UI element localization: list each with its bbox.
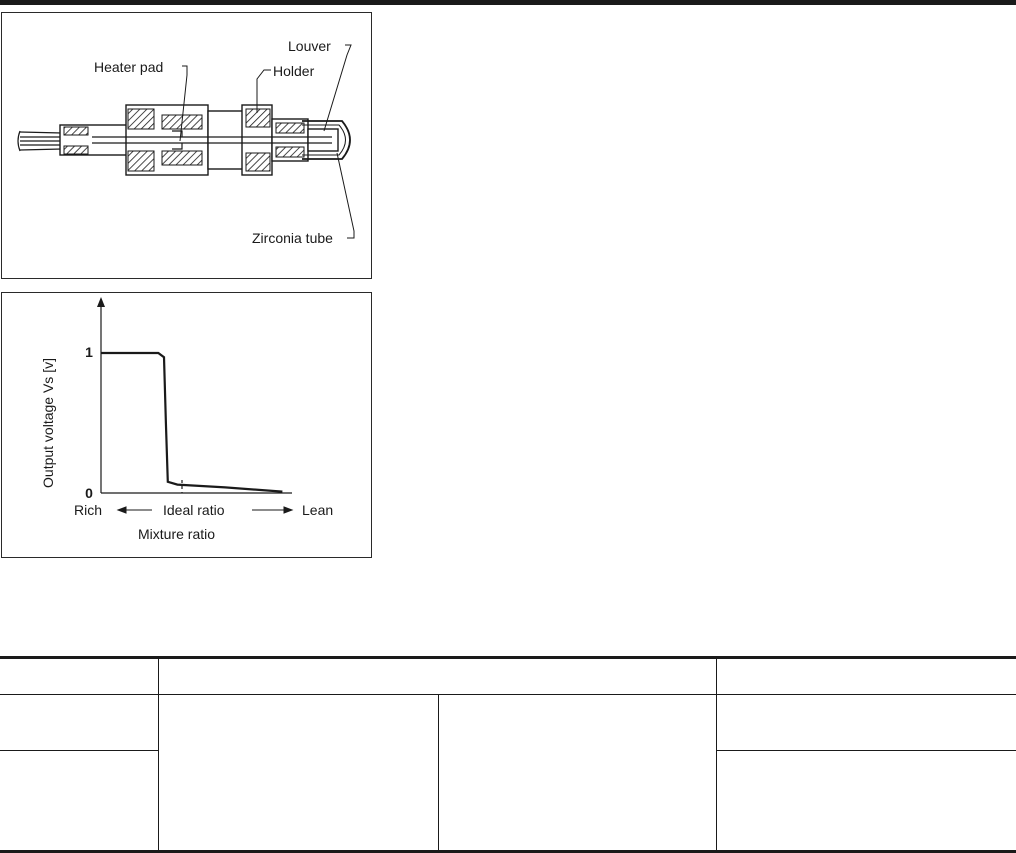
sensor-diagram: Louver Heater pad Holder Zirconia tube xyxy=(17,38,355,246)
holder-label: Holder xyxy=(273,63,315,79)
louver-shield xyxy=(302,120,351,160)
lead-wires xyxy=(17,130,63,152)
y-tick-label-1: 1 xyxy=(85,344,93,360)
leader-lines xyxy=(179,44,355,239)
table-col-divider-3 xyxy=(716,656,717,853)
table-col-divider-1 xyxy=(158,656,159,853)
output-voltage-chart: 1 0 Output voltage Vs [v] Rich Ideal rat… xyxy=(40,297,333,542)
table-bottom-rule xyxy=(0,850,1016,853)
y-axis-arrow xyxy=(97,297,105,307)
table-header-divider xyxy=(0,694,1016,695)
y-tick-label-0: 0 xyxy=(85,485,93,501)
x-annotation-ideal: Ideal ratio xyxy=(163,502,225,518)
rich-arrow xyxy=(116,506,152,514)
voltage-series-line xyxy=(101,351,283,493)
zirconia-tube-label: Zirconia tube xyxy=(252,230,333,246)
table-row-divider-right xyxy=(716,750,1016,751)
inner-element xyxy=(92,130,332,150)
top-rule xyxy=(0,0,1016,5)
x-annotation-lean: Lean xyxy=(302,502,333,518)
table-row-divider-left xyxy=(0,750,159,751)
louver-label: Louver xyxy=(288,38,331,54)
specification-table xyxy=(0,656,1016,853)
y-axis-label: Output voltage Vs [v] xyxy=(40,358,56,488)
heater-pad-label: Heater pad xyxy=(94,59,163,75)
hatched-sections xyxy=(63,108,305,172)
lean-arrow xyxy=(252,506,294,514)
table-top-rule xyxy=(0,656,1016,659)
x-annotation-rich: Rich xyxy=(74,502,102,518)
sensor-cross-section-figure: Louver Heater pad Holder Zirconia tube xyxy=(1,12,372,279)
output-voltage-figure: 1 0 Output voltage Vs [v] Rich Ideal rat… xyxy=(1,292,372,558)
table-col-divider-2 xyxy=(438,694,439,853)
x-axis-label: Mixture ratio xyxy=(138,526,215,542)
